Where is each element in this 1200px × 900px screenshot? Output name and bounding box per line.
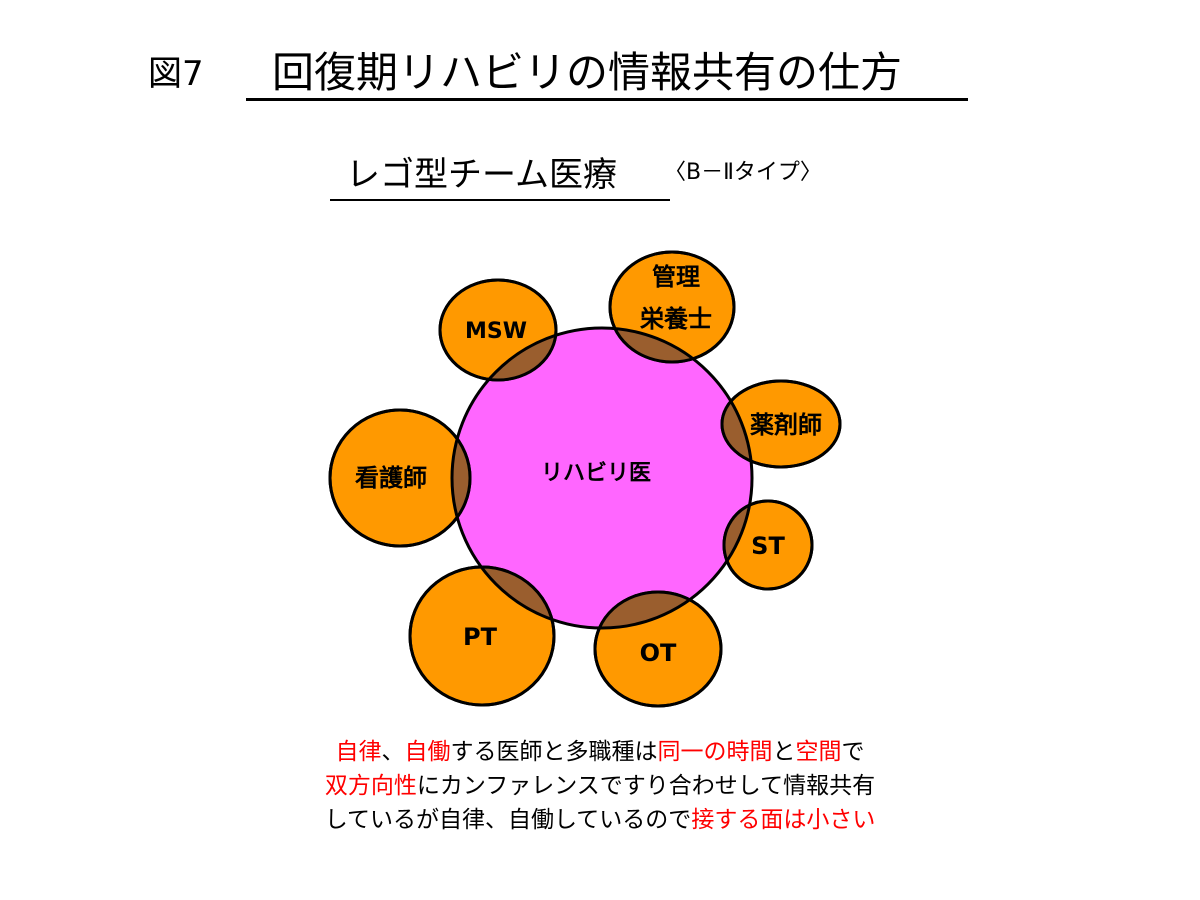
- outlines: [328, 250, 842, 708]
- page-title: 回復期リハビリの情報共有の仕方: [272, 48, 903, 97]
- caption-line-2: 双方向性にカンファレンスですり合わせして情報共有: [250, 769, 950, 803]
- caption-text: 、: [381, 739, 405, 765]
- caption-highlight: 双方向性: [324, 773, 417, 799]
- node-ot-outline: [593, 590, 723, 708]
- center-label: リハビリ医: [541, 461, 651, 486]
- caption-text: にカンファレンスですり合わせして情報共有: [416, 773, 876, 799]
- subtitle-type: 〈B－Ⅱタイプ〉: [664, 160, 822, 185]
- node-nurse-label: 看護師: [355, 464, 427, 492]
- caption: 自律、自働する医師と多職種は同一の時間と空間で 双方向性にカンファレンスですり合…: [250, 735, 950, 837]
- caption-text: で: [841, 739, 865, 765]
- node-msw-label: MSW: [465, 319, 527, 344]
- node-nurse-outline: [328, 408, 472, 548]
- caption-highlight: 接する面は小さい: [691, 807, 876, 833]
- node-dietitian-outline: [608, 250, 736, 364]
- node-dietitian-label-line2: 栄養士: [639, 305, 712, 333]
- caption-text: する医師と多職種は: [450, 739, 658, 765]
- node-dietitian-label-line1: 管理: [652, 263, 700, 291]
- caption-highlight: 自律: [335, 739, 382, 765]
- caption-highlight: 同一の時間: [657, 739, 773, 765]
- node-st-outline: [722, 499, 814, 591]
- subtitle: レゴ型チーム医療: [346, 155, 617, 195]
- node-pharmacist-label: 薬剤師: [750, 411, 822, 439]
- node-msw-outline: [438, 278, 558, 382]
- node-st-label: ST: [751, 532, 785, 560]
- node-pt-outline: [408, 565, 556, 707]
- caption-line-1: 自律、自働する医師と多職種は同一の時間と空間で: [250, 735, 950, 769]
- subtitle-underline: [330, 199, 670, 201]
- caption-text: と: [772, 739, 796, 765]
- caption-highlight: 空間: [795, 739, 842, 765]
- caption-highlight: 自働: [404, 739, 451, 765]
- caption-text: しているが自律、自働しているので: [324, 807, 692, 833]
- center-circle-outline: [450, 326, 754, 630]
- node-ot-label: OT: [640, 639, 677, 667]
- node-pt-label: PT: [463, 623, 498, 651]
- caption-line-3: しているが自律、自働しているので接する面は小さい: [250, 803, 950, 837]
- figure-label: 図7: [148, 54, 204, 94]
- node-pharmacist-outline: [720, 379, 842, 469]
- title-underline: [246, 98, 968, 101]
- center-circle: [452, 328, 752, 628]
